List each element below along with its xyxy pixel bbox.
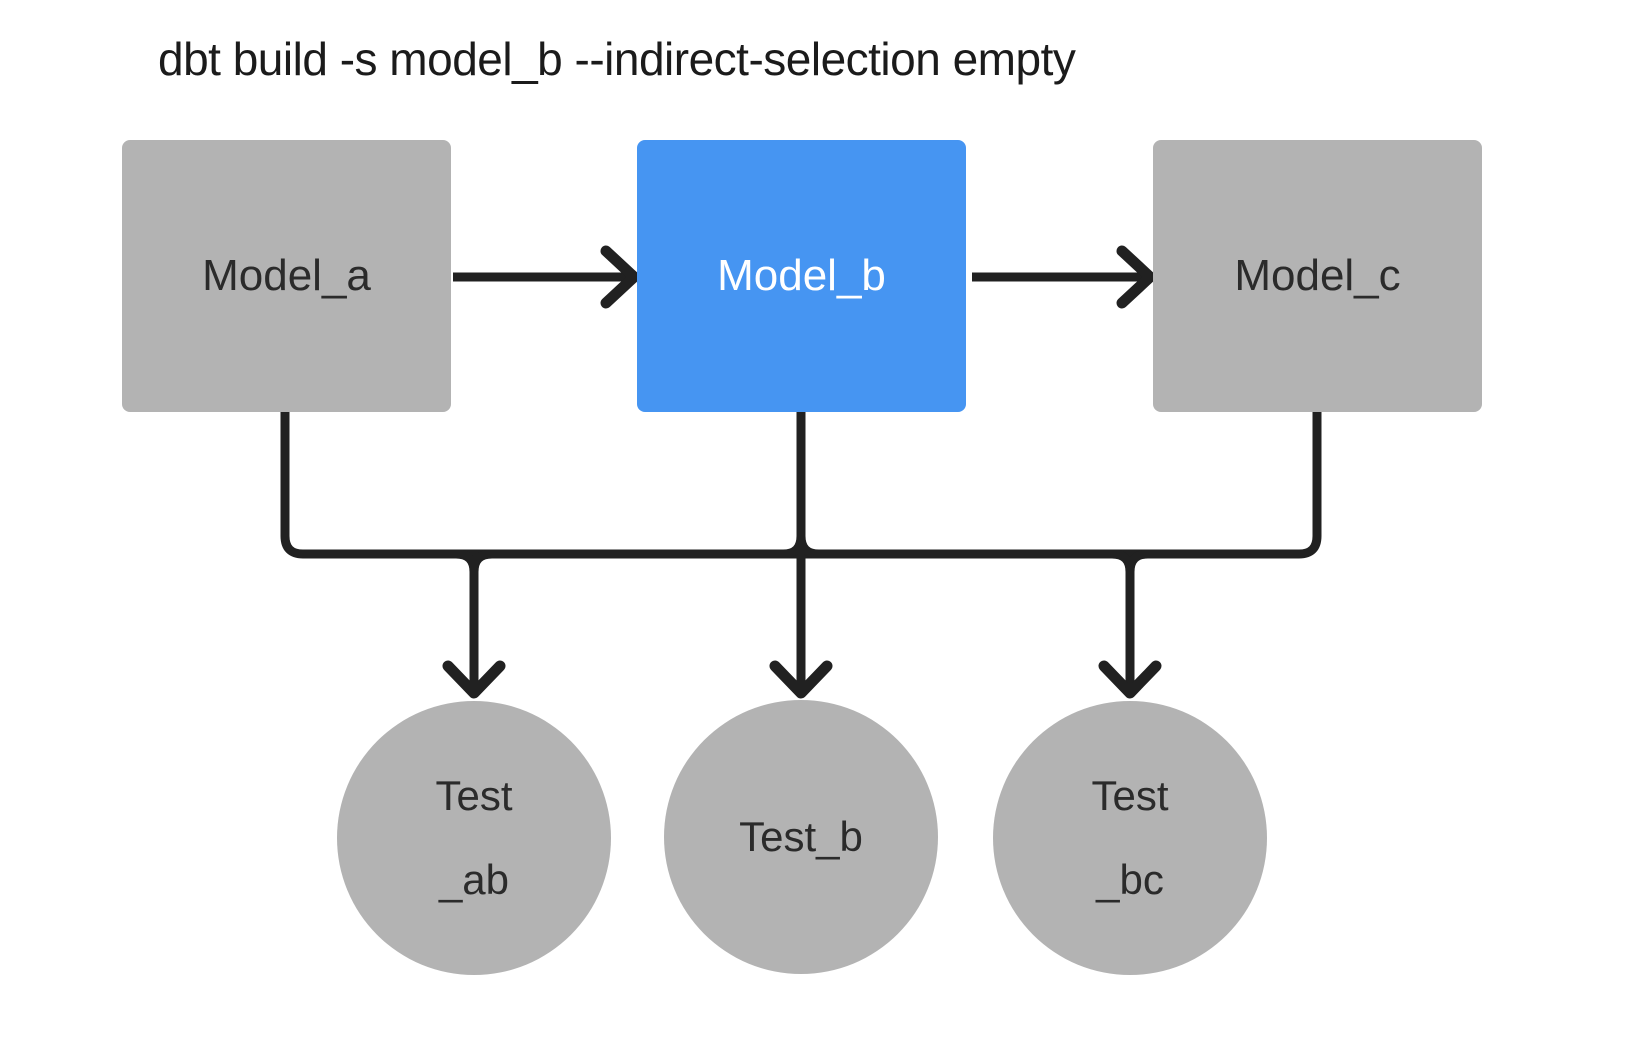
node-test-b: Test_b	[664, 700, 938, 974]
node-test-bc-label-line2: _bc	[1096, 856, 1164, 903]
node-test-ab: Test _ab	[337, 701, 611, 975]
node-model-a-label: Model_a	[202, 251, 371, 300]
node-model-a: Model_a	[122, 140, 451, 412]
node-test-ab-label-line2: _ab	[438, 856, 510, 903]
arrowhead-test-bc-icon	[1098, 660, 1162, 699]
node-test-b-label: Test_b	[739, 813, 863, 860]
arrowhead-model-b-icon	[600, 245, 640, 309]
node-test-bc-label-line1: Test	[1091, 772, 1169, 819]
node-model-b: Model_b	[637, 140, 966, 412]
diagram-title: dbt build -s model_b --indirect-selectio…	[158, 33, 1076, 85]
node-model-c-label: Model_c	[1234, 251, 1401, 300]
junction-fillet-model-b	[782, 535, 820, 559]
junction-fillet-test-bc	[1111, 549, 1149, 573]
junction-fillet-test-ab	[455, 549, 493, 573]
node-model-b-label: Model_b	[717, 251, 886, 300]
arrowhead-test-b-icon	[769, 660, 833, 699]
arrowhead-test-ab-icon	[442, 660, 506, 699]
arrowhead-model-c-icon	[1116, 245, 1156, 309]
node-test-ab-label-line1: Test	[435, 772, 513, 819]
node-model-c: Model_c	[1153, 140, 1482, 412]
node-test-bc: Test _bc	[993, 701, 1267, 975]
